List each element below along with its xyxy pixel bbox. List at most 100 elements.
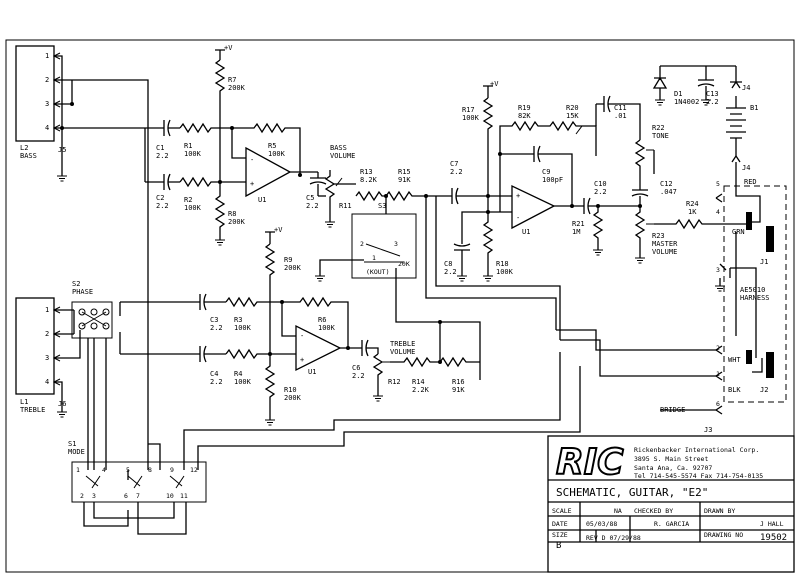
c6-ref: C6 xyxy=(352,364,360,372)
j5-pin-3: 3 xyxy=(45,100,49,108)
r6-value: 100K xyxy=(318,324,336,332)
r5-ref: R5 xyxy=(268,142,276,150)
j6-name: TREBLE xyxy=(20,406,45,414)
rev: REV D 07/29/88 xyxy=(586,534,641,542)
s1-b1: 2 xyxy=(80,492,84,500)
r24-resistor xyxy=(654,218,740,230)
r23-line2: MASTER xyxy=(652,240,678,248)
s2-ref: S2 xyxy=(72,280,80,288)
r24-value: 1K xyxy=(688,208,697,216)
c5-ref: C5 xyxy=(306,194,314,202)
c4-value: 2.2 xyxy=(210,378,223,386)
r3-resistor xyxy=(225,296,282,308)
c9-capacitor xyxy=(500,145,573,206)
drawing-no: 19502 xyxy=(760,533,787,543)
r14-r16-resistors xyxy=(390,356,480,368)
u1c-ref: U1 xyxy=(308,368,316,376)
harness-blk: BLK xyxy=(728,386,741,394)
j5-bass-connector: 1 2 3 4 L2 BASS J5 xyxy=(15,45,66,160)
harness-j1: J1 xyxy=(760,258,768,266)
j4a-ref: J4 xyxy=(742,84,750,92)
c11-value: .01 xyxy=(614,112,627,120)
j6-pin-2: 2 xyxy=(45,330,49,338)
r6-ref: R6 xyxy=(318,316,326,324)
j5-pin-1: 1 xyxy=(45,52,49,60)
r21-value: 1M xyxy=(572,228,580,236)
j5-name: BASS xyxy=(20,152,37,160)
svg-text:+: + xyxy=(300,356,304,364)
company: Rickenbacker International Corp. xyxy=(634,446,759,454)
c12-capacitor xyxy=(631,180,649,206)
r20-value: 15K xyxy=(566,112,579,120)
hp-4: 4 xyxy=(716,208,720,216)
s1-t5: 9 xyxy=(170,466,174,474)
s2-switch xyxy=(71,301,113,339)
r14-ref: R14 xyxy=(412,378,425,386)
u1-opamp-bass xyxy=(245,146,292,198)
s3-pin-a: 2 xyxy=(360,240,364,248)
r1-ref: R1 xyxy=(184,142,192,150)
d1-value: 1N4002 xyxy=(674,98,699,106)
title-block: RIC Rickenbacker International Corp. 389… xyxy=(547,435,795,573)
svg-text:-: - xyxy=(516,214,520,222)
scale-label: SCALE xyxy=(552,507,572,515)
address1: 3895 S. Main Street xyxy=(634,455,708,463)
r19-value: 82K xyxy=(518,112,531,120)
r15-ref: R15 xyxy=(398,168,411,176)
d1-ref: D1 xyxy=(674,90,682,98)
r9-value: 200K xyxy=(284,264,302,272)
c6-capacitor xyxy=(361,339,379,357)
c1-capacitor xyxy=(158,119,180,137)
c3-value: 2.2 xyxy=(210,324,223,332)
r17-value: 100K xyxy=(462,114,480,122)
r13-r15-resistors xyxy=(355,190,444,202)
c8-ref: C8 xyxy=(444,260,452,268)
r12-pot xyxy=(372,353,384,396)
r7-ref: R7 xyxy=(228,76,236,84)
treble-volume-2: VOLUME xyxy=(390,348,415,356)
r6-resistor xyxy=(282,296,349,348)
drawn-value: J HALL xyxy=(760,520,784,528)
r22-line2: TONE xyxy=(652,132,669,140)
vplus-1: +V xyxy=(224,44,233,52)
r23-pot xyxy=(634,206,646,258)
harness-wht: WHT xyxy=(728,356,741,364)
r17-resistor xyxy=(482,97,494,196)
c7-capacitor xyxy=(444,187,488,205)
u1-opamp-treble xyxy=(295,324,342,372)
r10-value: 200K xyxy=(284,394,302,402)
c7-value: 2.2 xyxy=(450,168,463,176)
r4-ref: R4 xyxy=(234,370,242,378)
u1a-ref: U1 xyxy=(258,196,266,204)
c3-ref: C3 xyxy=(210,316,218,324)
j6-pin-1: 1 xyxy=(45,306,49,314)
s1-name: MODE xyxy=(68,448,85,456)
harness-j3: J3 xyxy=(704,426,712,434)
r22-ref: R22 xyxy=(652,124,665,132)
c7-ref: C7 xyxy=(450,160,458,168)
c2-value: 2.2 xyxy=(156,202,169,210)
r1-resistor xyxy=(179,122,232,134)
s3-value: 20K xyxy=(398,260,410,268)
s3-switch xyxy=(351,213,417,279)
bass-volume-1: BASS xyxy=(330,144,347,152)
r2-resistor xyxy=(179,176,246,188)
s1-b4: 7 xyxy=(136,492,140,500)
r2-value: 100K xyxy=(184,204,202,212)
s2-name: PHASE xyxy=(72,288,93,296)
s1-t4: 8 xyxy=(148,466,152,474)
c13-value: 2.2 xyxy=(706,98,719,106)
harness-name1: AE5010 xyxy=(740,286,765,294)
r3-ref: R3 xyxy=(234,316,242,324)
address2: Santa Ana, Ca. 92707 xyxy=(634,464,712,472)
c2-capacitor xyxy=(145,173,180,191)
drawing-label: DRAWING NO xyxy=(704,531,743,539)
c1-value: 2.2 xyxy=(156,152,169,160)
c10-value: 2.2 xyxy=(594,188,607,196)
c13-capacitor xyxy=(697,79,715,100)
hp-3: 3 xyxy=(716,266,720,274)
r7-resistor xyxy=(214,59,226,125)
s1-t6: 12 xyxy=(190,466,198,474)
r3-value: 100K xyxy=(234,324,252,332)
c2-ref: C2 xyxy=(156,194,164,202)
